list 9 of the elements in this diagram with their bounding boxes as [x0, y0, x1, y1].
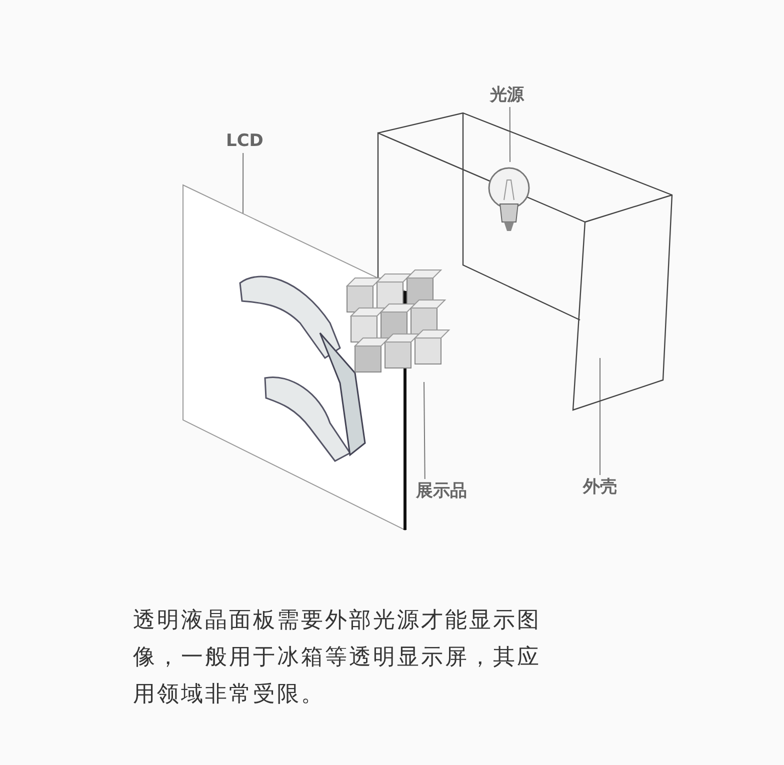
leader-line — [242, 152, 244, 214]
light-bulb-icon — [489, 168, 529, 231]
caption: 透明液晶面板需要外部光源才能显示图像，一般用于冰箱等透明显示屏，其应用领域非常受限。 — [133, 607, 542, 709]
part-label: LCD — [226, 131, 264, 151]
part-label: 光源 — [490, 85, 524, 105]
part-label: 外壳 — [583, 477, 617, 497]
leader-line — [424, 382, 426, 480]
part-label: 展示品 — [416, 481, 467, 501]
leader-line — [509, 106, 510, 162]
